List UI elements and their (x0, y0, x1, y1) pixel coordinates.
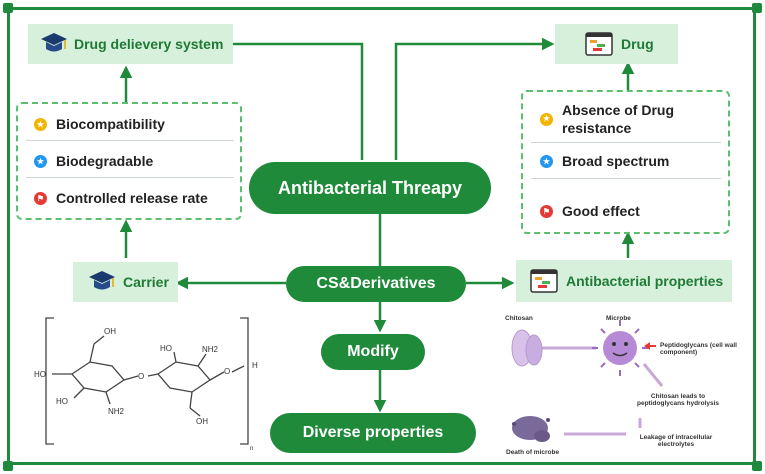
graduation-cap-icon (89, 271, 115, 290)
structure-label: H (252, 361, 258, 370)
cs-derivatives-label: CS&Derivatives (316, 275, 436, 292)
chart-board-icon (585, 32, 613, 56)
drug-box: Drug (555, 24, 678, 64)
divider (26, 177, 234, 178)
list-item-label: Biocompatibility (56, 116, 165, 132)
modify-label: Modify (347, 343, 399, 360)
structure-label: HO (34, 370, 46, 379)
hydrolysis-label: Chitosan leads to peptidoglycans hydroly… (637, 393, 719, 407)
list-item-label: Controlled release rate (56, 190, 208, 206)
list-item: ⚑ Controlled release rate (34, 190, 208, 206)
list-item-label: Good effect (562, 203, 640, 219)
carrier-box: Carrier (73, 262, 178, 302)
star-icon: ★ (34, 117, 47, 131)
cs-derivatives-node: CS&Derivatives (286, 266, 466, 302)
star-icon: ★ (540, 112, 553, 126)
list-item: ★ Absence of Drug resistance (540, 101, 690, 137)
carrier-properties-list (16, 102, 242, 220)
chart-board-icon (530, 269, 558, 293)
structure-label: O (138, 372, 144, 381)
death-label: Death of microbe (506, 449, 560, 456)
diverse-properties-node: Diverse properties (270, 413, 476, 453)
microbe-icon (592, 320, 648, 376)
list-item: ★ Biocompatibility (34, 116, 165, 132)
drug-delivery-label: Drug delievery system (74, 36, 224, 52)
structure-label: O (224, 367, 230, 376)
graduation-cap-icon (41, 33, 67, 52)
structure-label: NH2 (202, 345, 219, 354)
structure-label: NH2 (108, 407, 125, 416)
drug-label: Drug (621, 36, 654, 52)
diverse-properties-label: Diverse properties (302, 424, 444, 441)
frame-corner (3, 461, 13, 471)
divider (26, 140, 234, 141)
carrier-label: Carrier (123, 274, 169, 290)
frame-corner (752, 3, 762, 13)
list-item: ★ Biodegradable (34, 153, 153, 169)
frame-corner (3, 3, 13, 13)
list-item: ★ Broad spectrum (540, 153, 669, 169)
dead-microbe-icon (512, 416, 550, 442)
frame-corner (752, 461, 762, 471)
structure-label: HO (160, 344, 172, 353)
leakage-label: Leakage of intracellular electrolytes (639, 434, 713, 448)
structure-label: OH (196, 417, 208, 426)
list-item-label: Broad spectrum (562, 153, 670, 169)
chitosan-label: Chitosan (505, 315, 533, 322)
outer-frame (7, 7, 756, 465)
list-item-label: Biodegradable (56, 153, 154, 169)
list-item-label: Absence of Drug resistance (562, 102, 675, 136)
modify-node: Modify (321, 334, 425, 370)
mechanism-diagram (511, 320, 664, 442)
chitosan-structure: HO OH HO NH2 O HO NH2 OH O H n (34, 317, 258, 452)
list-item: ⚑ Good effect (540, 203, 640, 219)
antibacterial-properties-list (521, 90, 730, 234)
drug-delivery-box: Drug delievery system (28, 24, 233, 64)
microbe-label: Microbe (606, 315, 631, 322)
flag-icon: ⚑ (540, 204, 553, 218)
divider (531, 178, 721, 179)
flag-icon: ⚑ (34, 191, 47, 205)
star-icon: ★ (540, 154, 553, 168)
antibacterial-properties-box: Antibacterial properties (516, 260, 732, 302)
divider (531, 142, 721, 143)
structure-label: n (250, 446, 253, 452)
antibacterial-properties-label: Antibacterial properties (566, 273, 724, 289)
structure-label: OH (104, 327, 116, 336)
antibacterial-therapy-node: Antibacterial Threapy (249, 162, 491, 214)
antibacterial-therapy-label: Antibacterial Threapy (277, 177, 463, 198)
star-icon: ★ (34, 154, 47, 168)
structure-label: HO (56, 397, 68, 406)
peptidoglycans-label: Peptidoglycans (cell wall component) (660, 342, 737, 356)
